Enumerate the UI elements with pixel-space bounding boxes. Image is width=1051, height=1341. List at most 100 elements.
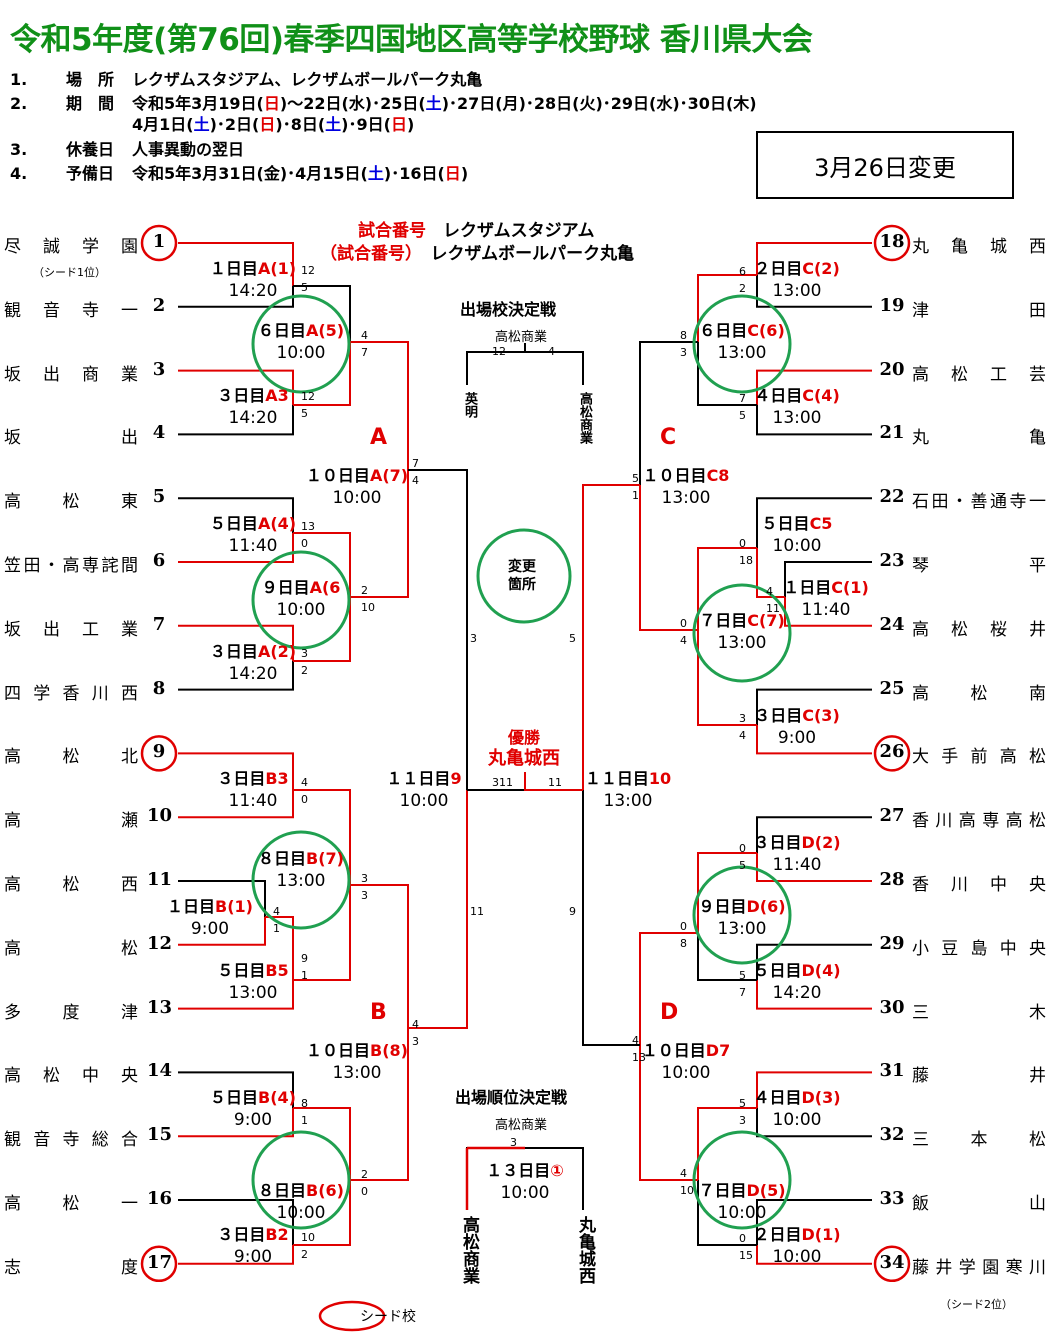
match-code: B(8) bbox=[370, 1041, 408, 1060]
bracket-line bbox=[697, 852, 757, 933]
score-label: 4 bbox=[273, 905, 280, 918]
team-number: 17 bbox=[147, 1251, 173, 1273]
seed-circle bbox=[140, 1245, 178, 1283]
bracket-line bbox=[756, 1108, 872, 1138]
match-slot: ４日目D(3)10:00 bbox=[737, 1087, 857, 1131]
bracket-line bbox=[178, 533, 294, 563]
match-code: A(1) bbox=[257, 259, 297, 278]
team-name: 大手前高松 bbox=[912, 747, 1046, 768]
match-day: ８日目 bbox=[258, 849, 307, 868]
score-label: 10 bbox=[680, 1184, 694, 1197]
score-label: 8 bbox=[301, 1097, 308, 1110]
match-day: ５日目 bbox=[753, 961, 802, 980]
ranking-title: 出場順位決定戦 bbox=[455, 1088, 568, 1107]
bracket-line bbox=[178, 286, 294, 308]
bracket-line bbox=[408, 469, 468, 790]
score-label: 3 bbox=[361, 872, 368, 885]
match-circle bbox=[692, 1130, 792, 1230]
score-label: 12 bbox=[301, 264, 315, 277]
score-label: 0 bbox=[680, 920, 687, 933]
match-day: ７日目 bbox=[698, 1181, 747, 1200]
ranking-top: 高松商業 bbox=[495, 1118, 548, 1133]
match-day: １０日目 bbox=[305, 466, 370, 485]
bracket-line bbox=[293, 285, 351, 342]
team-name: 香川中央 bbox=[912, 875, 1046, 895]
match-slot: １０日目A(7)10:00 bbox=[297, 465, 417, 509]
match-time: 10:00 bbox=[772, 1247, 822, 1267]
score-label: 2 bbox=[301, 664, 308, 677]
team-name: 高松中央 bbox=[4, 1066, 138, 1087]
match-time: 13:00 bbox=[772, 281, 822, 301]
match-slot: １日目B(1)9:00 bbox=[150, 896, 270, 940]
score-label: 13 bbox=[632, 1051, 646, 1064]
seed-circle bbox=[873, 1245, 911, 1283]
team-name: 高松西 bbox=[4, 875, 138, 895]
change-label: 箇所 bbox=[508, 577, 536, 593]
bracket-line bbox=[756, 725, 872, 755]
bracket-line bbox=[756, 1071, 872, 1108]
team-name: 観音寺一 bbox=[4, 300, 138, 321]
team-name: 高松東 bbox=[4, 492, 138, 513]
team-name: 高 松 bbox=[4, 938, 138, 959]
match-slot: ９日目D(6) 13:00 bbox=[682, 896, 802, 940]
team-number: 27 bbox=[879, 805, 905, 827]
score-label: 5 bbox=[739, 409, 746, 422]
score-label: 11 bbox=[470, 905, 484, 918]
score-label: 0 bbox=[301, 537, 308, 550]
match-code: B(1) bbox=[215, 897, 253, 916]
score-label: 7 bbox=[361, 346, 368, 359]
page-title: 令和5年度(第76回)春季四国地区高等学校野球 香川県大会 bbox=[10, 22, 813, 58]
match-day: ３日目 bbox=[217, 1225, 266, 1244]
team-name: 三 木 bbox=[912, 1002, 1046, 1023]
bracket-line bbox=[524, 772, 583, 791]
match-circle bbox=[251, 830, 351, 930]
match-code: D(6) bbox=[746, 897, 786, 916]
match-code: A3 bbox=[265, 386, 289, 405]
match-time: 11:40 bbox=[772, 855, 822, 875]
match-time: 9:00 bbox=[777, 728, 817, 748]
match-code: A(4) bbox=[257, 514, 297, 533]
match-code: C(1) bbox=[831, 578, 869, 597]
team-name: 石田・善通寺一 bbox=[912, 492, 1046, 513]
team-name: 香川高専高松 bbox=[912, 811, 1046, 832]
match-day: ９日目 bbox=[698, 897, 747, 916]
bracket-line bbox=[756, 497, 872, 548]
match-circle bbox=[251, 550, 351, 650]
match-circle bbox=[692, 865, 792, 965]
bracket-line bbox=[350, 341, 409, 470]
score-label: 0 bbox=[680, 617, 687, 630]
match-slot: ７日目D(5)10:00 bbox=[682, 1180, 802, 1224]
bracket-line bbox=[756, 242, 872, 275]
team-number: 20 bbox=[879, 358, 905, 380]
score-label: 0 bbox=[739, 1232, 746, 1245]
score-label: 3 bbox=[510, 1136, 517, 1149]
seed-circle bbox=[873, 735, 911, 772]
team-name: 丸 亀 bbox=[912, 428, 1046, 449]
block-label: A bbox=[370, 425, 388, 450]
team-name: 高松北 bbox=[4, 747, 138, 768]
match-time: 13:00 bbox=[717, 919, 767, 939]
match-time: 10:00 bbox=[332, 488, 382, 508]
bracket-line bbox=[756, 943, 872, 980]
score-label: 3 bbox=[301, 647, 308, 660]
ranking-left: 高松商業 bbox=[459, 1216, 479, 1284]
match-circle bbox=[251, 294, 351, 394]
bracket-line bbox=[293, 1107, 351, 1180]
match-time: 10:00 bbox=[661, 1063, 711, 1083]
block-label: B bbox=[370, 1000, 387, 1025]
bracket-line bbox=[293, 532, 351, 597]
team-name: 志 度 bbox=[4, 1257, 138, 1278]
match-code: B3 bbox=[265, 769, 289, 788]
match-code: D(2) bbox=[801, 833, 841, 852]
team-number: 13 bbox=[147, 996, 173, 1018]
score-label: 7 bbox=[739, 392, 746, 405]
match-code: D7 bbox=[705, 1041, 731, 1060]
match-slot: ２日目D(1)10:00 bbox=[737, 1224, 857, 1268]
score-label: 1 bbox=[632, 489, 639, 502]
team-name: 尽誠学園 bbox=[4, 237, 138, 257]
